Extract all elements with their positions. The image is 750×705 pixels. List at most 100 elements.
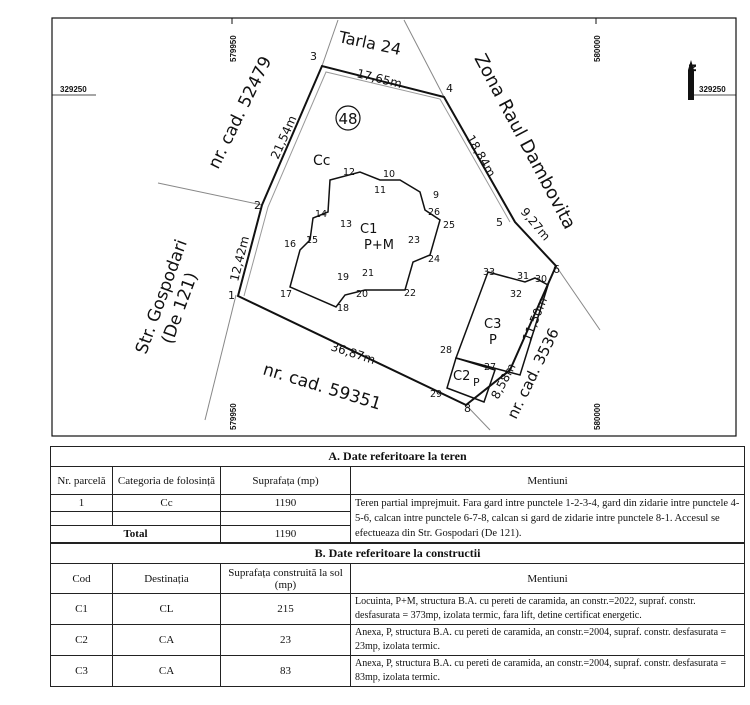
c2-code: C2 (453, 369, 470, 384)
point-6: 6 (553, 263, 560, 276)
parcel-fence (243, 71, 511, 297)
parcel-category: Cc (313, 153, 330, 169)
section-b-title: B. Date referitoare la constructii (49, 543, 746, 564)
row-c2-ment: Anexa, P, structura B.A. cu pereti de ca… (349, 624, 746, 656)
total-value: 1190 (220, 525, 351, 543)
header-suprafata-constr: Suprafața construită la sol (mp) (220, 563, 351, 594)
point-20: 20 (356, 289, 368, 300)
row-c1-cod: C1 (50, 593, 113, 625)
label-tarla: Tarla 24 (336, 27, 403, 59)
svg-text:N: N (688, 64, 699, 72)
point-4: 4 (446, 82, 453, 95)
coord-bottom-left: 579950 (229, 403, 238, 430)
cell-mentiuni-teren: Teren partial imprejmuit. Fara gard intr… (349, 494, 746, 543)
row-c2-cod: C2 (50, 624, 113, 656)
distance-4-5: 18,84m (463, 133, 498, 180)
point-15: 15 (306, 235, 318, 246)
total-label: Total (50, 525, 221, 543)
cell-suprafata: 1190 (220, 494, 351, 512)
table-row: C3 CA 83 Anexa, P, structura B.A. cu per… (50, 655, 746, 687)
point-16: 16 (284, 239, 296, 250)
point-17: 17 (280, 289, 292, 300)
data-tables: A. Date referitoare la teren Nr. parcelă… (49, 446, 746, 687)
header-suprafata: Suprafața (mp) (220, 466, 351, 495)
point-33: 33 (483, 267, 495, 278)
point-32: 32 (510, 289, 522, 300)
point-8: 8 (464, 402, 471, 415)
section-a-table: A. Date referitoare la teren Nr. parcelă… (49, 446, 746, 543)
point-2: 2 (254, 199, 261, 212)
coord-right: 329250 (699, 85, 726, 94)
point-1: 1 (228, 289, 235, 302)
table-row: C1 CL 215 Locuinta, P+M, structura B.A. … (50, 593, 746, 625)
point-25: 25 (443, 220, 455, 231)
header-nr-parcela: Nr. parcelă (50, 466, 113, 495)
point-23: 23 (408, 235, 420, 246)
point-28: 28 (440, 345, 452, 356)
row-c3-dest: CA (112, 655, 221, 687)
point-31: 31 (517, 271, 529, 282)
distance-5-6: 9,27m (518, 205, 553, 243)
building-c1 (289, 171, 441, 308)
point-21: 21 (362, 268, 374, 279)
point-3: 3 (310, 50, 317, 63)
header-mentiuni-constr: Mentiuni (349, 563, 746, 594)
point-30: 30 (535, 274, 547, 285)
building-c2 (446, 357, 496, 403)
cadastral-plan: 579950 580000 579950 580000 329250 32925… (51, 17, 737, 437)
point-27: 27 (484, 362, 496, 373)
north-arrow-icon: N (688, 60, 699, 100)
c2-levels: P (473, 376, 480, 389)
point-11: 11 (374, 185, 386, 196)
plan-frame (51, 17, 737, 437)
label-zona: Zona Raul Dambovita (470, 50, 580, 232)
row-c3-ment: Anexa, P, structura B.A. cu pereti de ca… (349, 655, 746, 687)
distance-2-3: 21,54m (268, 113, 300, 161)
section-a-title: A. Date referitoare la teren (49, 446, 746, 467)
point-22: 22 (404, 288, 416, 299)
coord-left: 329250 (60, 85, 87, 94)
row-c1-ment: Locuinta, P+M, structura B.A. cu pereti … (349, 593, 746, 625)
neighbour-lines (157, 19, 601, 431)
point-18: 18 (337, 303, 349, 314)
cell-categoria: Cc (112, 494, 221, 512)
header-cod: Cod (50, 563, 113, 594)
header-destinatia: Destinația (112, 563, 221, 594)
coord-top-right: 580000 (593, 35, 602, 62)
c1-code: C1 (360, 222, 377, 237)
row-c2-dest: CA (112, 624, 221, 656)
parcel-number: 48 (338, 110, 357, 128)
point-9: 9 (433, 190, 439, 201)
header-mentiuni: Mentiuni (349, 466, 746, 495)
label-cad-bottom: nr. cad. 59351 (261, 360, 384, 415)
coordinate-grid: 579950 580000 579950 580000 329250 32925… (52, 18, 736, 430)
parcel-boundary (236, 64, 558, 407)
row-c2-supr: 23 (220, 624, 351, 656)
point-24: 24 (428, 254, 440, 265)
point-13: 13 (340, 219, 352, 230)
table-row: C2 CA 23 Anexa, P, structura B.A. cu per… (50, 624, 746, 656)
coord-top-left: 579950 (229, 35, 238, 62)
distance-3-4: 17,65m (355, 66, 403, 91)
row-c1-dest: CL (112, 593, 221, 625)
c3-levels: P (489, 333, 497, 348)
row-c1-supr: 215 (220, 593, 351, 625)
point-12: 12 (343, 167, 355, 178)
row-c3-cod: C3 (50, 655, 113, 687)
point-numbers: 1 2 3 4 5 6 8 9 10 11 12 13 14 15 16 17 … (228, 50, 560, 415)
c3-code: C3 (484, 317, 501, 332)
coord-bottom-right: 580000 (593, 403, 602, 430)
parcel-number-circle (335, 105, 361, 131)
section-b-table: B. Date referitoare la constructii Cod D… (49, 543, 746, 687)
distance-8-1: 36,87m (329, 340, 377, 368)
cell-nr: 1 (50, 494, 113, 512)
row-c3-supr: 83 (220, 655, 351, 687)
point-19: 19 (337, 272, 349, 283)
label-cad-top: nr. cad. 52479 (205, 53, 277, 172)
point-5: 5 (496, 216, 503, 229)
point-14: 14 (315, 209, 327, 220)
point-29: 29 (430, 389, 442, 400)
point-10: 10 (383, 169, 395, 180)
point-26: 26 (428, 207, 440, 218)
c1-levels: P+M (364, 238, 394, 253)
